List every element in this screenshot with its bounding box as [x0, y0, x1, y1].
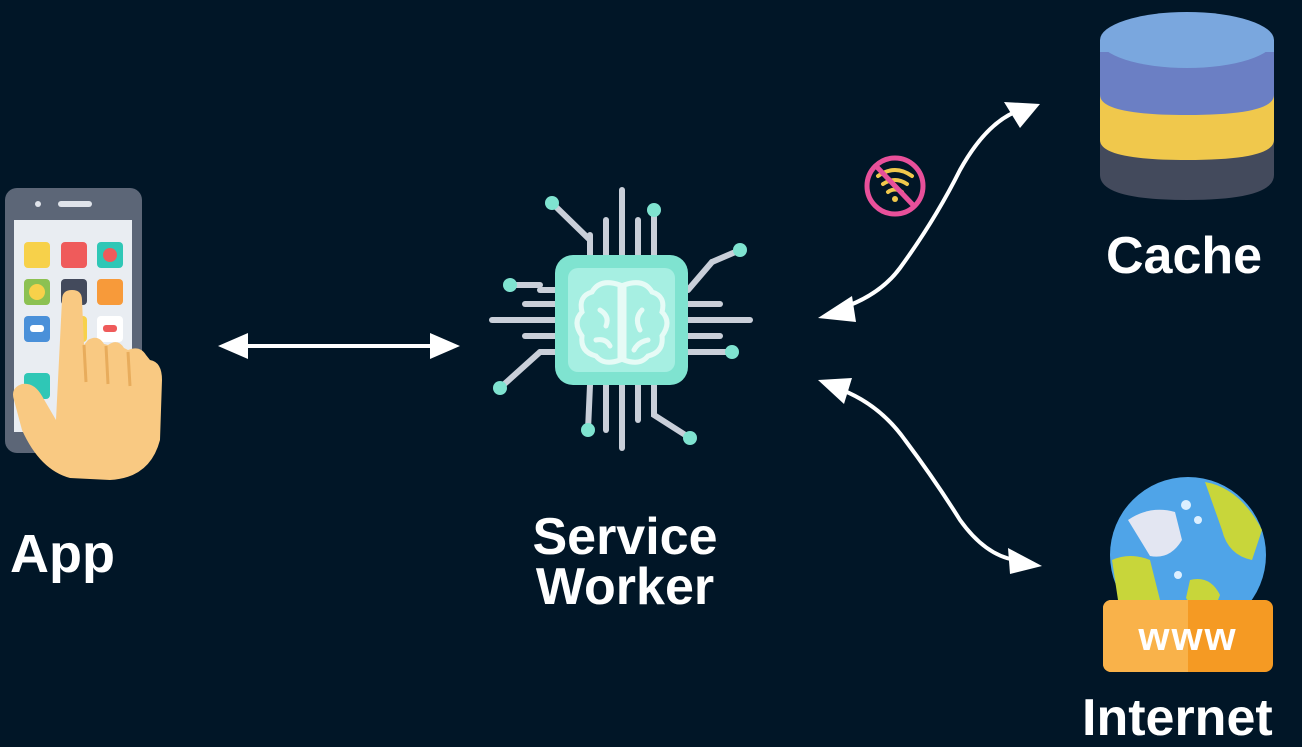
smartphone-touch-icon [5, 188, 162, 480]
service-worker-label-line1: Service [532, 508, 718, 566]
arrow-service-worker-cache [840, 110, 1017, 310]
arrowhead-to-cache [1004, 102, 1040, 128]
internet-label: Internet [1082, 689, 1273, 747]
service-worker-label-line2: Worker [535, 558, 715, 616]
arrowhead-right [430, 333, 460, 359]
cache-label: Cache [1106, 227, 1263, 285]
arrow-service-worker-internet [840, 388, 1017, 562]
brain-chip-icon [489, 187, 753, 451]
arrowhead-left [218, 333, 248, 359]
app-label: App [10, 524, 115, 584]
no-wifi-icon [864, 155, 926, 217]
arrowhead-from-internet [818, 378, 852, 404]
service-worker-label: Service Worker [500, 508, 750, 616]
database-icon [1100, 12, 1274, 200]
globe-www-icon [1103, 477, 1273, 672]
www-badge-text: www [1137, 615, 1237, 659]
arrowhead-to-internet [1008, 548, 1042, 574]
arrowhead-from-cache [818, 296, 856, 322]
